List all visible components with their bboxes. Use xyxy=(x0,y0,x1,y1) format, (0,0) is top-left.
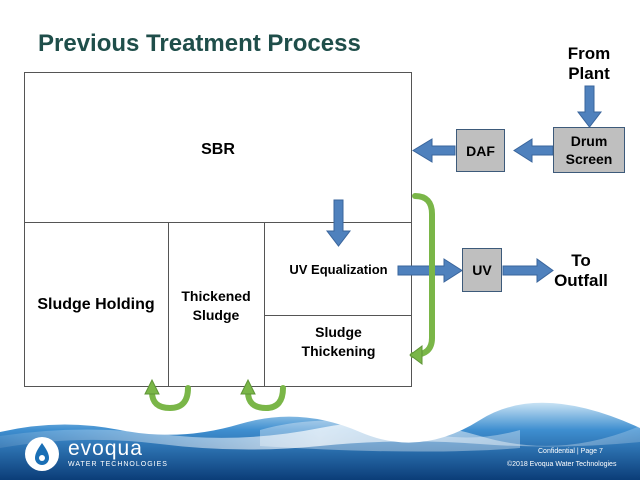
arrow-plant-to-drum xyxy=(576,85,603,128)
drum-screen-box: Drum Screen xyxy=(553,127,625,173)
drum-screen-line-1: Drum xyxy=(570,133,608,149)
arrow-sbr-to-equalization xyxy=(325,199,352,247)
tank-outline xyxy=(24,72,412,387)
sludge-holding-label: Sludge Holding xyxy=(37,296,155,313)
brand-tagline: WATER TECHNOLOGIES xyxy=(68,461,168,468)
water-footer xyxy=(0,402,640,480)
brand-name: evoqua xyxy=(68,437,143,460)
arrow-drum-to-daf xyxy=(513,138,554,163)
holding-loop-arrow xyxy=(149,385,191,412)
sbr-label: SBR xyxy=(201,141,235,158)
thickened-sludge-line-1: Thickened xyxy=(181,288,251,304)
tank-layout xyxy=(24,72,412,387)
copyright-label: ©2018 Evoqua Water Technologies xyxy=(507,461,617,468)
to-outfall-line-2: Outfall xyxy=(554,271,608,290)
sludge-thickening-label: Sludge Thickening xyxy=(265,323,412,361)
arrow-daf-to-sbr xyxy=(412,138,456,163)
green-arrows xyxy=(149,193,435,412)
sludge-thickening-line-1: Sludge xyxy=(315,324,362,340)
arrow-uv-to-outfall xyxy=(502,258,554,283)
evoqua-logo-icon xyxy=(25,437,59,471)
holding-loop-arrowhead xyxy=(144,378,160,395)
drum-screen-line-2: Screen xyxy=(565,151,613,167)
sludge-thickening-line-2: Thickening xyxy=(301,343,376,359)
to-outfall-line-1: To xyxy=(571,251,591,270)
green-arrowheads xyxy=(144,345,423,395)
from-plant-line-2: Plant xyxy=(568,64,610,83)
from-plant-line-1: From xyxy=(567,44,611,63)
daf-box: DAF xyxy=(456,129,505,172)
bracket-return-arrowhead xyxy=(409,345,423,365)
thickened-sludge-line-2: Sludge xyxy=(192,307,240,323)
confidential-page-label: Confidential | Page 7 xyxy=(538,448,603,455)
uv-equalization-label: UV Equalization xyxy=(289,262,388,277)
bracket-return-arrow xyxy=(410,193,435,358)
to-outfall-label: To Outfall xyxy=(542,251,620,291)
uv-box: UV xyxy=(462,248,502,292)
slide-title: Previous Treatment Process xyxy=(38,30,361,57)
thickened-loop-arrowhead xyxy=(240,378,256,395)
thickened-loop-arrow xyxy=(245,385,286,412)
thickened-sludge-label: Thickened Sludge xyxy=(168,287,264,325)
from-plant-label: From Plant xyxy=(550,44,628,84)
